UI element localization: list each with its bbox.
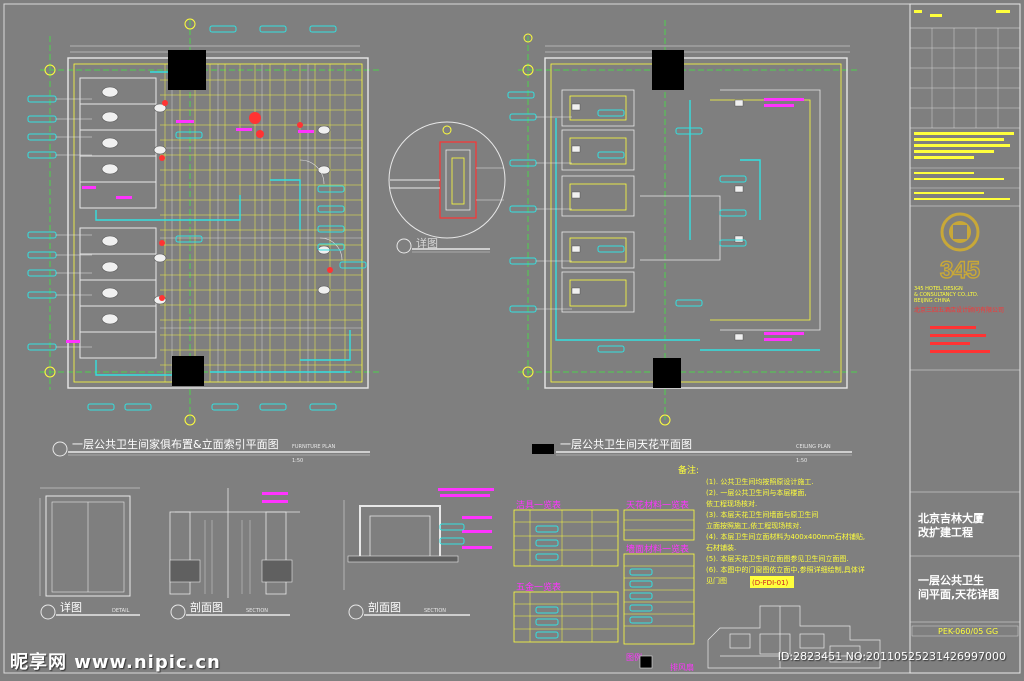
detail2-label: 详图 [60, 600, 82, 614]
plan1-subtitle: FURNITURE PLAN [292, 444, 335, 450]
plan1-scale: 1:50 [292, 458, 303, 464]
watermark-id: ID:2823451 NO:20110525231426997000 [777, 650, 1006, 663]
watermark-site: 昵享网 www.nipic.cn [10, 652, 221, 673]
company-line-3: BEIJING CHINA [914, 298, 951, 304]
detail-circle: 详图 [388, 121, 506, 254]
drawing-number: PEK-060/05 GG [938, 627, 998, 636]
detail-sub: DETAIL [112, 608, 130, 614]
detail-label: 详图 [416, 236, 438, 250]
section1-label: 剖面图 [190, 600, 223, 614]
note-line: 依工程现场核对. [706, 499, 757, 508]
note-line: 石材铺装. [706, 543, 736, 552]
legend-item: 排风扇 [670, 662, 694, 672]
plan1-title-block: 一层公共卫生间家俱布置&立面索引平面图 FURNITURE PLAN 1:50 [52, 437, 370, 464]
note-line: 立面按照施工,依工程现场核对. [706, 521, 801, 530]
table2-title: 五金一览表 [516, 581, 561, 593]
plan2-title-block: 一层公共卫生间天花平面图 CEILING PLAN 1:50 [532, 437, 852, 464]
company-name-cn: 北京三四五酒店设计顾问有限公司 [914, 306, 1004, 314]
notes-block: 备注: (1). 公共卫生间均按照原设计施工. (2). 一层公共卫生间与本层楼… [678, 464, 865, 588]
table4-title: 墙面材料一览表 [626, 543, 689, 555]
table3-title: 天花材料一览表 [626, 499, 689, 511]
furniture-plan [27, 18, 380, 426]
key-plan [707, 605, 881, 669]
note-line: (1). 公共卫生间均按照原设计施工. [706, 477, 814, 486]
notes-title: 备注: [678, 464, 699, 476]
note-line: (4). 本层卫生间立面材料为400x400mm石材铺贴, [706, 532, 865, 541]
plan1-title: 一层公共卫生间家俱布置&立面索引平面图 [72, 437, 279, 451]
bottom-detail-1: 详图 DETAIL [39, 487, 140, 620]
note-line: (3). 本层天花卫生间墙面与原卫生间 [706, 510, 818, 519]
schedule-tables: 洁具一览表 五金一览表 天花材料一览表 墙面材料一览表 [513, 499, 695, 672]
section2-sub: SECTION [424, 608, 446, 614]
logo-text: 345 [940, 257, 980, 284]
legend-title: 图例: [626, 652, 645, 662]
table-ref: (D-FDI-01) [752, 579, 789, 587]
plan2-title: 一层公共卫生间天花平面图 [560, 437, 692, 451]
bottom-section-2: 剖面图 SECTION [343, 488, 494, 620]
note-line: (6). 本图中的门窗图依立面中,参照详细绘制,具体详 [706, 565, 865, 574]
section2-label: 剖面图 [368, 600, 401, 614]
plan2-subtitle: CEILING PLAN [796, 444, 831, 450]
title-block: 345 345 HOTEL DESIGN & CONSULTANCY CO.,L… [909, 3, 1021, 674]
note-line: (2). 一层公共卫生间与本层楼面, [706, 488, 807, 497]
company-line-1: 345 HOTEL DESIGN [914, 286, 963, 292]
note-line: 见门图 [706, 576, 727, 585]
company-line-2: & CONSULTANCY CO.,LTD. [914, 292, 979, 298]
bottom-section-1: 剖面图 SECTION [169, 488, 300, 620]
ceiling-plan [507, 20, 860, 426]
project-name: 北京吉林大厦改扩建工程 [918, 511, 985, 539]
company-logo: 345 345 HOTEL DESIGN & CONSULTANCY CO.,L… [914, 212, 1004, 314]
sheet-title: 一层公共卫生间平面,天花详图 [918, 573, 999, 601]
section1-sub: SECTION [246, 608, 268, 614]
plan2-scale: 1:50 [796, 458, 807, 464]
table1-title: 洁具一览表 [516, 499, 561, 511]
note-line: (5). 本层天花卫生间立面图参见卫生间立面图. [706, 554, 849, 563]
